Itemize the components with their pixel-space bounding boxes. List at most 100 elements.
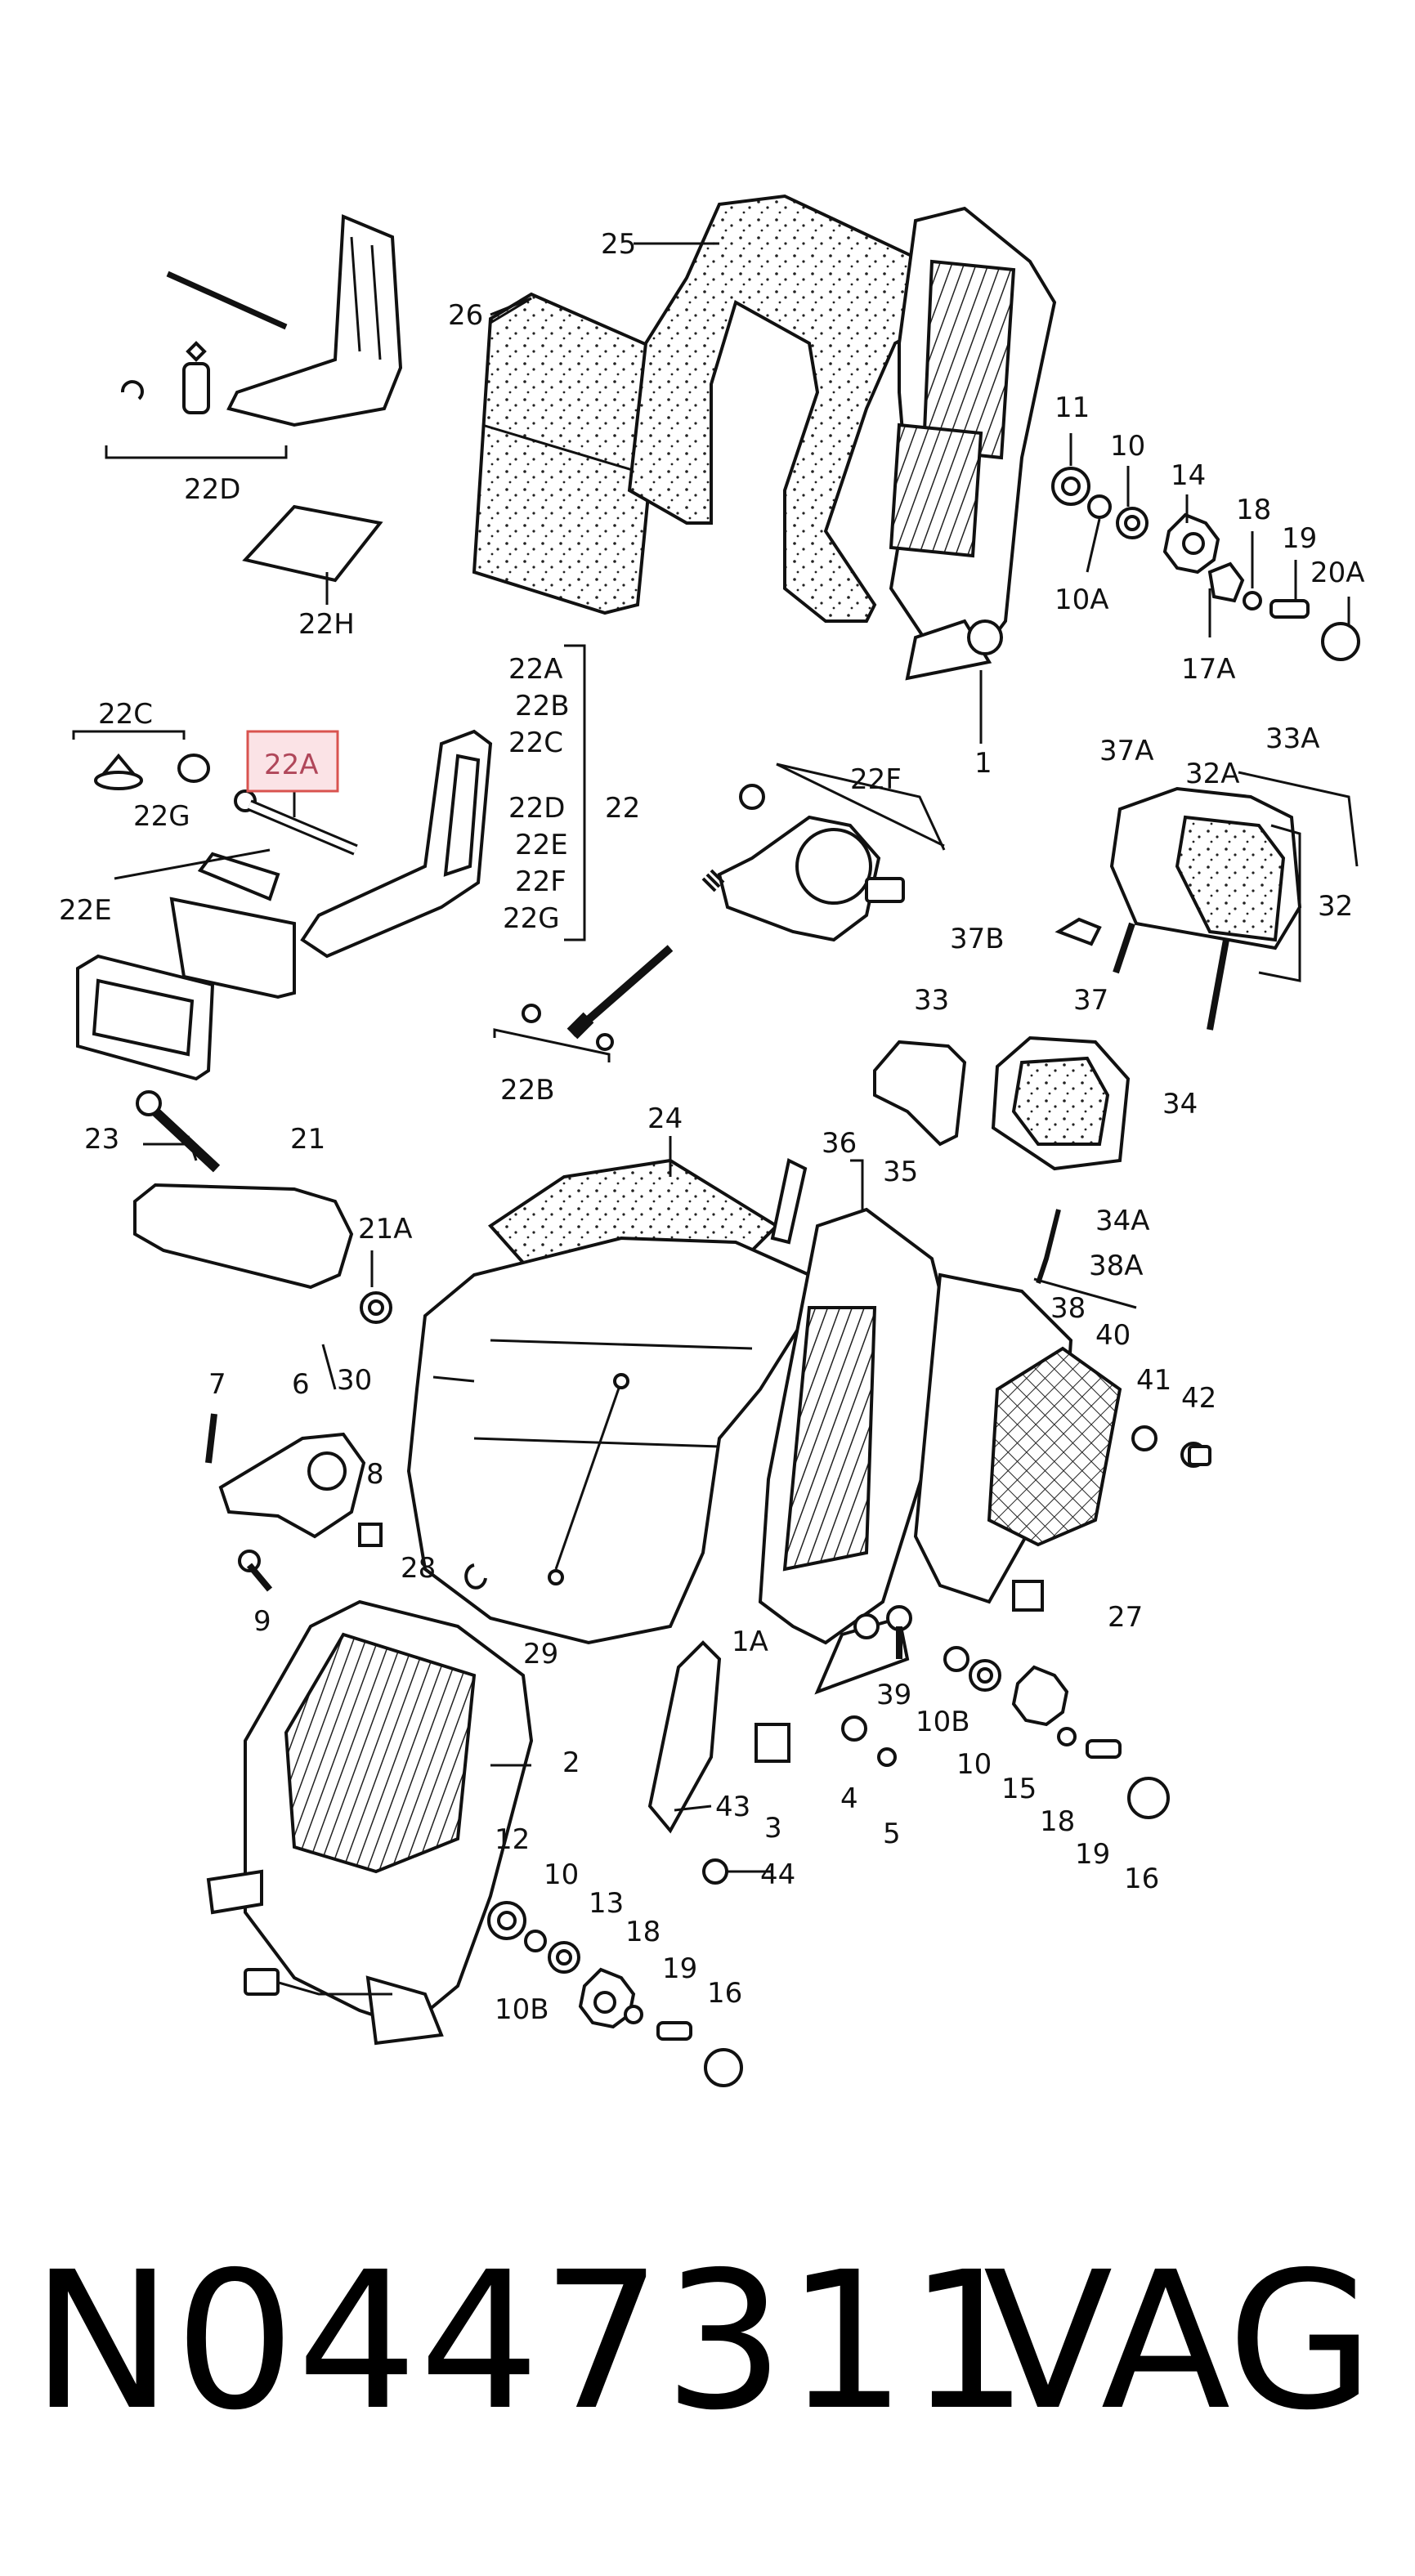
group-22B: 22B	[515, 690, 570, 722]
label-22G: 22G	[133, 800, 190, 833]
part-22B-strut	[493, 945, 674, 1062]
part-22C-clips	[72, 730, 210, 790]
label-29: 29	[523, 1638, 558, 1670]
backrest-hardware-row	[1051, 433, 1360, 661]
label-19-bottom: 19	[662, 1952, 697, 1985]
part-22H-pad	[242, 504, 383, 605]
part-6-7-8-9-armrest-bracket	[205, 1413, 383, 1592]
label-7: 7	[208, 1368, 226, 1401]
label-38A: 38A	[1089, 1250, 1144, 1282]
label-12: 12	[495, 1823, 530, 1856]
label-21: 21	[290, 1123, 325, 1156]
label-43: 43	[715, 1791, 750, 1823]
label-18-bottom: 18	[625, 1916, 660, 1948]
part-34A-clip	[1036, 1209, 1061, 1284]
label-9: 9	[253, 1605, 271, 1638]
label-17A: 17A	[1181, 653, 1236, 686]
label-35: 35	[883, 1156, 918, 1188]
label-37: 37	[1073, 984, 1108, 1017]
part-22D-kit	[105, 214, 403, 459]
label-3: 3	[764, 1812, 782, 1845]
brand-name: VAG	[983, 2231, 1374, 2452]
part-41-42-fasteners	[1131, 1425, 1211, 1468]
label-40: 40	[1095, 1319, 1131, 1352]
label-22D: 22D	[184, 473, 240, 506]
part-22A-bolt	[234, 789, 358, 856]
label-10A: 10A	[1055, 584, 1109, 616]
label-2: 2	[562, 1746, 580, 1779]
exploded-seat-diagram: 25 26 22D 22H 11 10 14 18 19 20A 10A 17A…	[59, 194, 1365, 2087]
group-22F: 22F	[515, 865, 566, 898]
label-39: 39	[876, 1679, 911, 1711]
part-24-30-seat-cushion	[406, 1158, 812, 1645]
label-1: 1	[974, 747, 992, 780]
label-27: 27	[1108, 1601, 1143, 1634]
part-37A-headrest	[1055, 771, 1359, 1031]
label-26: 26	[448, 299, 483, 332]
highlight-22A-box[interactable]	[246, 730, 339, 793]
label-10B: 10B	[916, 1706, 970, 1738]
label-10: 10	[1110, 430, 1145, 463]
label-22C: 22C	[98, 698, 153, 731]
group-22G: 22G	[503, 902, 560, 935]
label-41: 41	[1136, 1364, 1171, 1397]
label-22B: 22B	[500, 1074, 555, 1107]
part-43-44-trim	[647, 1640, 728, 1885]
part-21-armrest	[133, 1183, 392, 1324]
label-37A: 37A	[1099, 735, 1154, 767]
part-23-bolt	[136, 1090, 221, 1173]
label-15: 15	[1001, 1773, 1037, 1805]
label-10-lower: 10	[956, 1748, 992, 1781]
leader-lines	[143, 242, 772, 1873]
label-25: 25	[601, 228, 636, 261]
group-22E: 22E	[515, 829, 568, 861]
label-18-lower: 18	[1040, 1805, 1075, 1838]
label-37B: 37B	[950, 923, 1005, 955]
label-4: 4	[840, 1782, 858, 1815]
part-2-seat-frame	[206, 1599, 534, 2046]
label-8: 8	[366, 1458, 384, 1491]
label-36: 36	[822, 1127, 857, 1160]
label-28: 28	[401, 1552, 436, 1585]
label-21A: 21A	[358, 1213, 413, 1246]
part-38-40-seat-panel-net	[913, 1272, 1137, 1604]
group-22: 22	[605, 792, 640, 825]
part-28-clip	[464, 1563, 487, 1590]
label-16-bottom: 16	[707, 1977, 742, 2010]
label-5: 5	[883, 1818, 901, 1850]
part-1A-backrest-frame	[758, 1207, 951, 1695]
label-1A: 1A	[732, 1626, 768, 1658]
label-10-bottom: 10	[544, 1858, 579, 1891]
seat-hardware-row-lower	[755, 1580, 1170, 1819]
label-22A-highlighted: 22A	[264, 749, 319, 781]
part-25-backrest-foam	[627, 194, 943, 623]
label-33: 33	[914, 984, 949, 1017]
label-19-lower: 19	[1075, 1838, 1110, 1871]
label-6: 6	[292, 1368, 310, 1401]
part-22E-trim	[76, 954, 215, 1081]
label-18: 18	[1236, 494, 1271, 526]
group-22A: 22A	[508, 653, 563, 686]
label-13: 13	[589, 1887, 624, 1920]
label-23: 23	[84, 1123, 119, 1156]
callout-labels: 25 26 22D 22H 11 10 14 18 19 20A 10A 17A…	[59, 228, 1365, 2026]
part-26-back-panel	[472, 292, 665, 615]
label-19: 19	[1282, 522, 1317, 555]
group-22C: 22C	[508, 727, 563, 759]
label-11: 11	[1055, 391, 1090, 424]
label-22F: 22F	[850, 763, 902, 796]
group-22D: 22D	[508, 792, 565, 825]
label-44: 44	[760, 1858, 795, 1891]
part-1-backrest-frame	[889, 206, 1057, 744]
label-32: 32	[1318, 890, 1353, 923]
label-14: 14	[1171, 459, 1206, 492]
part-22G-plate	[114, 848, 296, 1000]
label-34A: 34A	[1095, 1205, 1150, 1237]
label-42: 42	[1181, 1382, 1216, 1415]
seat-frame-hardware-row	[487, 1901, 743, 2087]
label-34: 34	[1162, 1088, 1198, 1120]
label-38: 38	[1050, 1292, 1086, 1325]
label-32A: 32A	[1185, 758, 1240, 790]
label-33A: 33A	[1265, 722, 1320, 755]
label-22E: 22E	[59, 894, 112, 927]
